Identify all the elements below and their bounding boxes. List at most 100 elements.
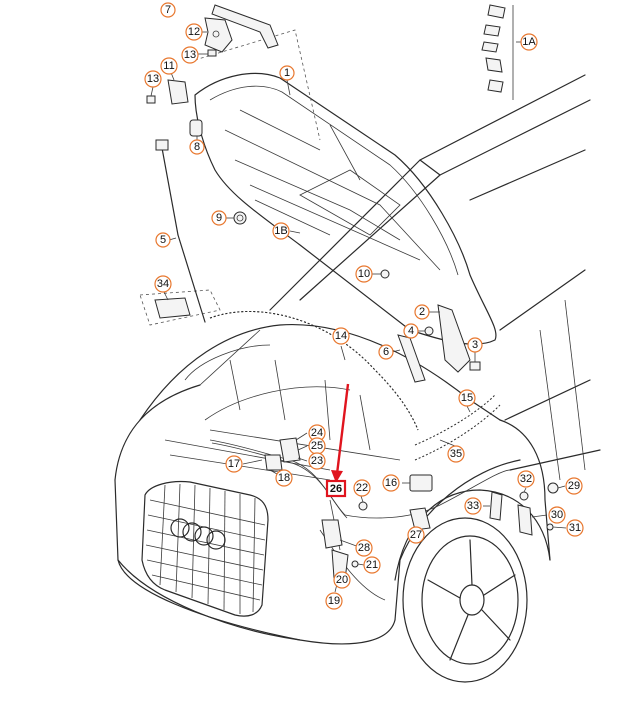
bracket-30 [517,504,533,536]
callout-13: 13 [181,46,199,64]
callout-circle [520,33,538,51]
callout-circle [414,304,430,320]
callout-circle [272,222,290,240]
callout-32: 32 [517,470,535,488]
callout-label: 15 [461,392,473,404]
callout-23: 23 [308,452,326,470]
callout-circle [160,2,176,18]
callout-label: 4 [408,325,414,337]
leader-lines [150,31,567,593]
callout-label: 9 [216,212,222,224]
callout-25: 25 [308,437,326,455]
callout-circle [363,556,381,574]
callout-13: 13 [144,70,162,88]
bracket-27 [409,507,431,531]
callout-1a: 1A [520,33,538,51]
callout-31: 31 [566,519,584,537]
callout-label: 25 [311,440,323,452]
latch-17-18 [264,454,283,471]
callout-label: 12 [188,26,200,38]
callout-34: 34 [154,275,172,293]
bolt-3 [469,361,481,371]
callout-10: 10 [355,265,373,283]
callout-16: 16 [382,474,400,492]
hinge-bracket-11 [167,79,189,105]
callout-label: 7 [165,4,171,16]
audi-logo [170,518,226,550]
callout-circle [355,539,373,557]
callout-label: 10 [358,268,370,280]
callout-circle [458,389,476,407]
callout-label: 31 [569,522,581,534]
callout-18: 18 [275,469,293,487]
seal-15 [414,394,501,461]
lever-33 [489,491,503,521]
callout-6: 6 [378,344,394,360]
callout-label: 28 [358,542,370,554]
nut-31 [546,523,554,531]
callout-14: 14 [332,327,350,345]
callout-1: 1 [279,65,295,81]
callout-label: 22 [356,482,368,494]
callout-label: 6 [383,346,389,358]
callout-circle [353,479,371,497]
rubber-buffer-8 [189,119,203,137]
callout-circle [333,571,351,589]
callout-1b: 1B [272,222,290,240]
callout-8: 8 [189,139,205,155]
gas-strut [155,139,206,323]
callout-label: 32 [520,473,532,485]
callout-label: 13 [184,49,196,61]
callout-label: 18 [278,472,290,484]
bolt-13a [207,49,217,57]
callout-circle [279,65,295,81]
switch-16 [409,474,433,492]
release-cable [209,439,511,519]
fastener-kit-1a [481,4,514,100]
callout-circle [378,344,394,360]
highlight-box [325,479,347,498]
callout-label: 35 [450,448,462,460]
callout-3: 3 [467,337,483,353]
callout-circle [517,470,535,488]
callout-28: 28 [355,539,373,557]
callout-label: 3 [472,339,478,351]
callout-label: 27 [410,529,422,541]
gas-strut-dashed-outline [139,289,221,326]
callout-circle [308,452,326,470]
callout-label: 14 [335,330,347,342]
callout-circle [160,57,178,75]
callout-7: 7 [160,2,176,18]
callout-12: 12 [185,23,203,41]
callout-33: 33 [464,497,482,515]
callout-4: 4 [403,323,419,339]
bracket-34 [154,297,191,319]
front-grille [141,480,269,617]
callout-circle [464,497,482,515]
callout-label: 16 [385,477,397,489]
callout-circle [566,519,584,537]
callout-label: 23 [311,455,323,467]
callout-19: 19 [325,592,343,610]
callout-label: 2 [419,306,425,318]
latch-assembly-24 [279,437,301,463]
callout-label: 1 [284,67,290,79]
hood-hinge-arm [211,4,279,49]
callout-circle [211,210,227,226]
callout-label: 11 [163,60,174,72]
callout-label: 1A [522,36,536,48]
callout-17: 17 [225,455,243,473]
grommet-9 [233,211,247,225]
callout-15: 15 [458,389,476,407]
nut-13b [146,95,156,104]
callout-circle [275,469,293,487]
callout-label: 8 [194,141,200,153]
callout-circle [407,526,425,544]
callout-circle [447,445,465,463]
callout-label: 34 [157,278,169,290]
callout-label: 24 [311,427,323,439]
callout-label: 30 [551,509,563,521]
grommet-29 [547,482,559,494]
hinge-dashed-outline [194,29,321,141]
